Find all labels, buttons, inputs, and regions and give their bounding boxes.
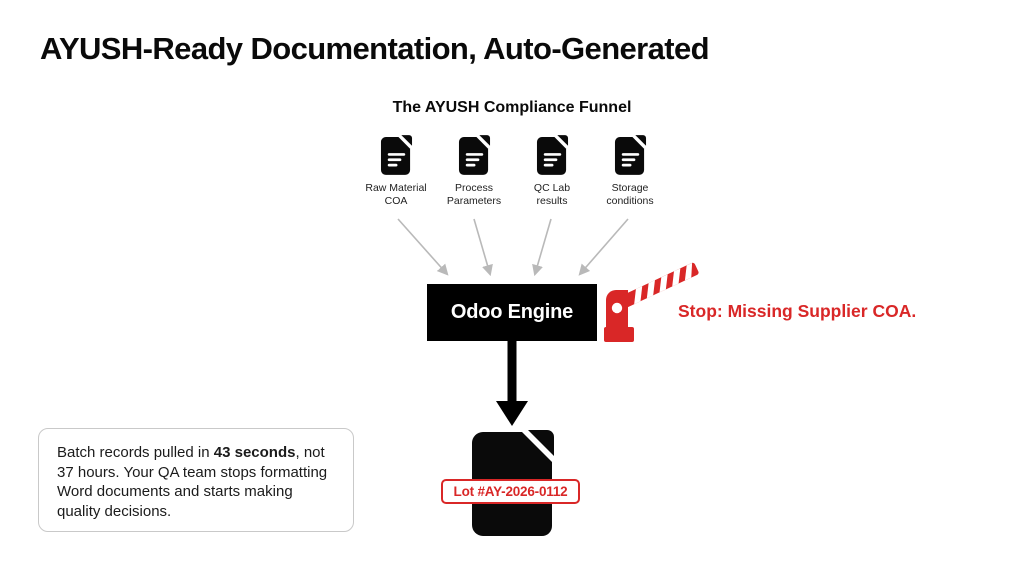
output-arrow (496, 341, 528, 426)
input-raw-material-coa: Raw Material COA (357, 135, 435, 207)
odoo-engine-node: Odoo Engine (427, 284, 597, 341)
benefit-callout-box: Batch records pulled in 43 seconds, not … (38, 428, 354, 532)
callout-text-before: Batch records pulled in (57, 444, 214, 461)
input-label: QC Lab results (533, 182, 571, 207)
document-icon (458, 135, 490, 175)
page-title: AYUSH-Ready Documentation, Auto-Generate… (40, 31, 710, 66)
funnel-arrow-3 (532, 218, 552, 277)
lot-number-text: Lot #AY-2026-0112 (453, 484, 568, 499)
document-icon (536, 135, 568, 175)
input-label: Process Parameters (446, 182, 502, 207)
callout-text-after: , not 37 hours. Your QA team stops forma… (57, 444, 328, 520)
document-icon (380, 135, 412, 175)
input-process-parameters: Process Parameters (435, 135, 513, 207)
stop-message: Stop: Missing Supplier COA. (678, 301, 917, 321)
input-qc-lab-results: QC Lab results (513, 135, 591, 207)
funnel-arrow-2 (473, 218, 493, 277)
callout-text-bold: 43 seconds (213, 444, 296, 461)
funnel-inputs-row: Raw Material COA Process Parameters QC L… (357, 135, 669, 207)
diagram-title: The AYUSH Compliance Funnel (392, 99, 632, 116)
lot-number-tag: Lot #AY-2026-0112 (441, 479, 580, 504)
funnel-arrow-1 (397, 218, 449, 276)
odoo-engine-label: Odoo Engine (450, 301, 574, 323)
input-label: Storage conditions (606, 182, 654, 207)
input-storage-conditions: Storage conditions (591, 135, 669, 207)
input-label: Raw Material COA (365, 182, 427, 207)
document-icon (614, 135, 646, 175)
boom-barrier-icon (604, 262, 699, 342)
